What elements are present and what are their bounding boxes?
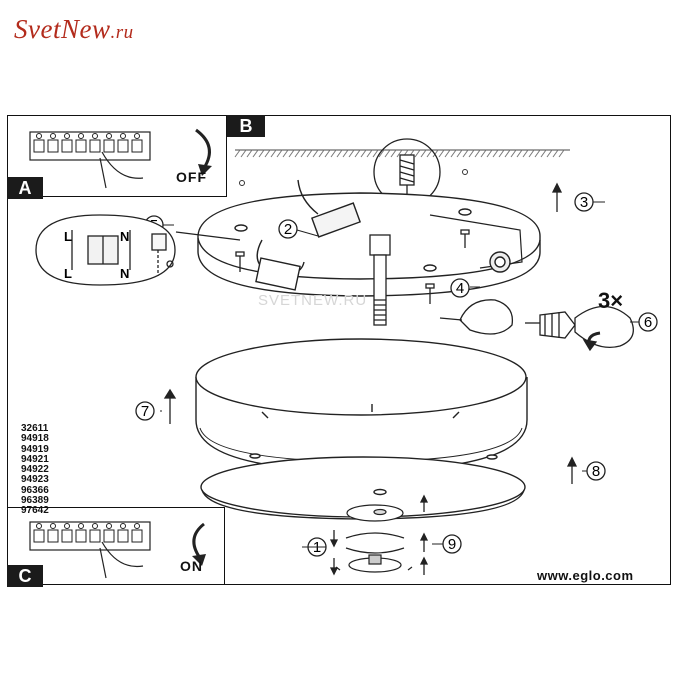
- panel-b-label: B: [227, 115, 265, 137]
- svetnew-logo: SvetNew.ru: [14, 14, 134, 45]
- switch-on-label: ON: [180, 558, 203, 574]
- direction-arrows: [163, 182, 578, 576]
- step-number-8: 8: [592, 463, 600, 480]
- logo-tld: .ru: [110, 22, 134, 43]
- product-code: 94923: [21, 474, 49, 486]
- step-number-4: 4: [456, 280, 464, 297]
- bulb-assembly: [439, 299, 634, 352]
- product-code: 94919: [21, 443, 49, 455]
- wire-label-bottom-left: L: [64, 266, 72, 281]
- wire-label-top-left: L: [64, 229, 72, 244]
- step-number-2: 2: [284, 221, 292, 238]
- step-number-7: 7: [141, 403, 149, 420]
- wire-label-top-right: N: [120, 229, 129, 244]
- product-code: 96389: [21, 495, 49, 507]
- drum-shade: [195, 338, 528, 472]
- terminal-block-off: [29, 128, 212, 189]
- product-code: 32611: [21, 423, 49, 434]
- callout-lines: [160, 201, 639, 548]
- watermark: SVETNEW.RU: [258, 292, 368, 309]
- website-url: www.eglo.com: [537, 568, 634, 583]
- step-number-3: 3: [580, 194, 588, 211]
- finial-parts: [335, 504, 413, 573]
- terminal-block-on: [29, 521, 206, 579]
- instruction-frame: [7, 115, 671, 585]
- bulb-count-label: 3×: [598, 288, 623, 313]
- threaded-rod: [362, 234, 391, 345]
- ceiling-plate: [197, 179, 541, 297]
- switch-off-label: OFF: [176, 169, 207, 185]
- step-number-9: 9: [448, 536, 456, 553]
- logo-name: SvetNew: [14, 14, 111, 44]
- panel-c-label: C: [7, 565, 43, 587]
- product-code: 94922: [21, 464, 49, 476]
- panel-a-label: A: [7, 177, 43, 199]
- wiring-detail: [35, 214, 241, 286]
- product-code: 96366: [21, 484, 49, 496]
- wire-label-bottom-right: N: [120, 266, 129, 281]
- step-number-6: 6: [644, 314, 652, 331]
- product-code: 94918: [21, 433, 49, 445]
- panel-a-switch-off: OFF: [7, 115, 227, 197]
- panel-c-switch-on: ON: [7, 507, 225, 585]
- screw: [235, 229, 470, 304]
- product-code: 97642: [21, 505, 49, 517]
- ceiling: [234, 149, 570, 158]
- product-code: 94921: [21, 453, 49, 465]
